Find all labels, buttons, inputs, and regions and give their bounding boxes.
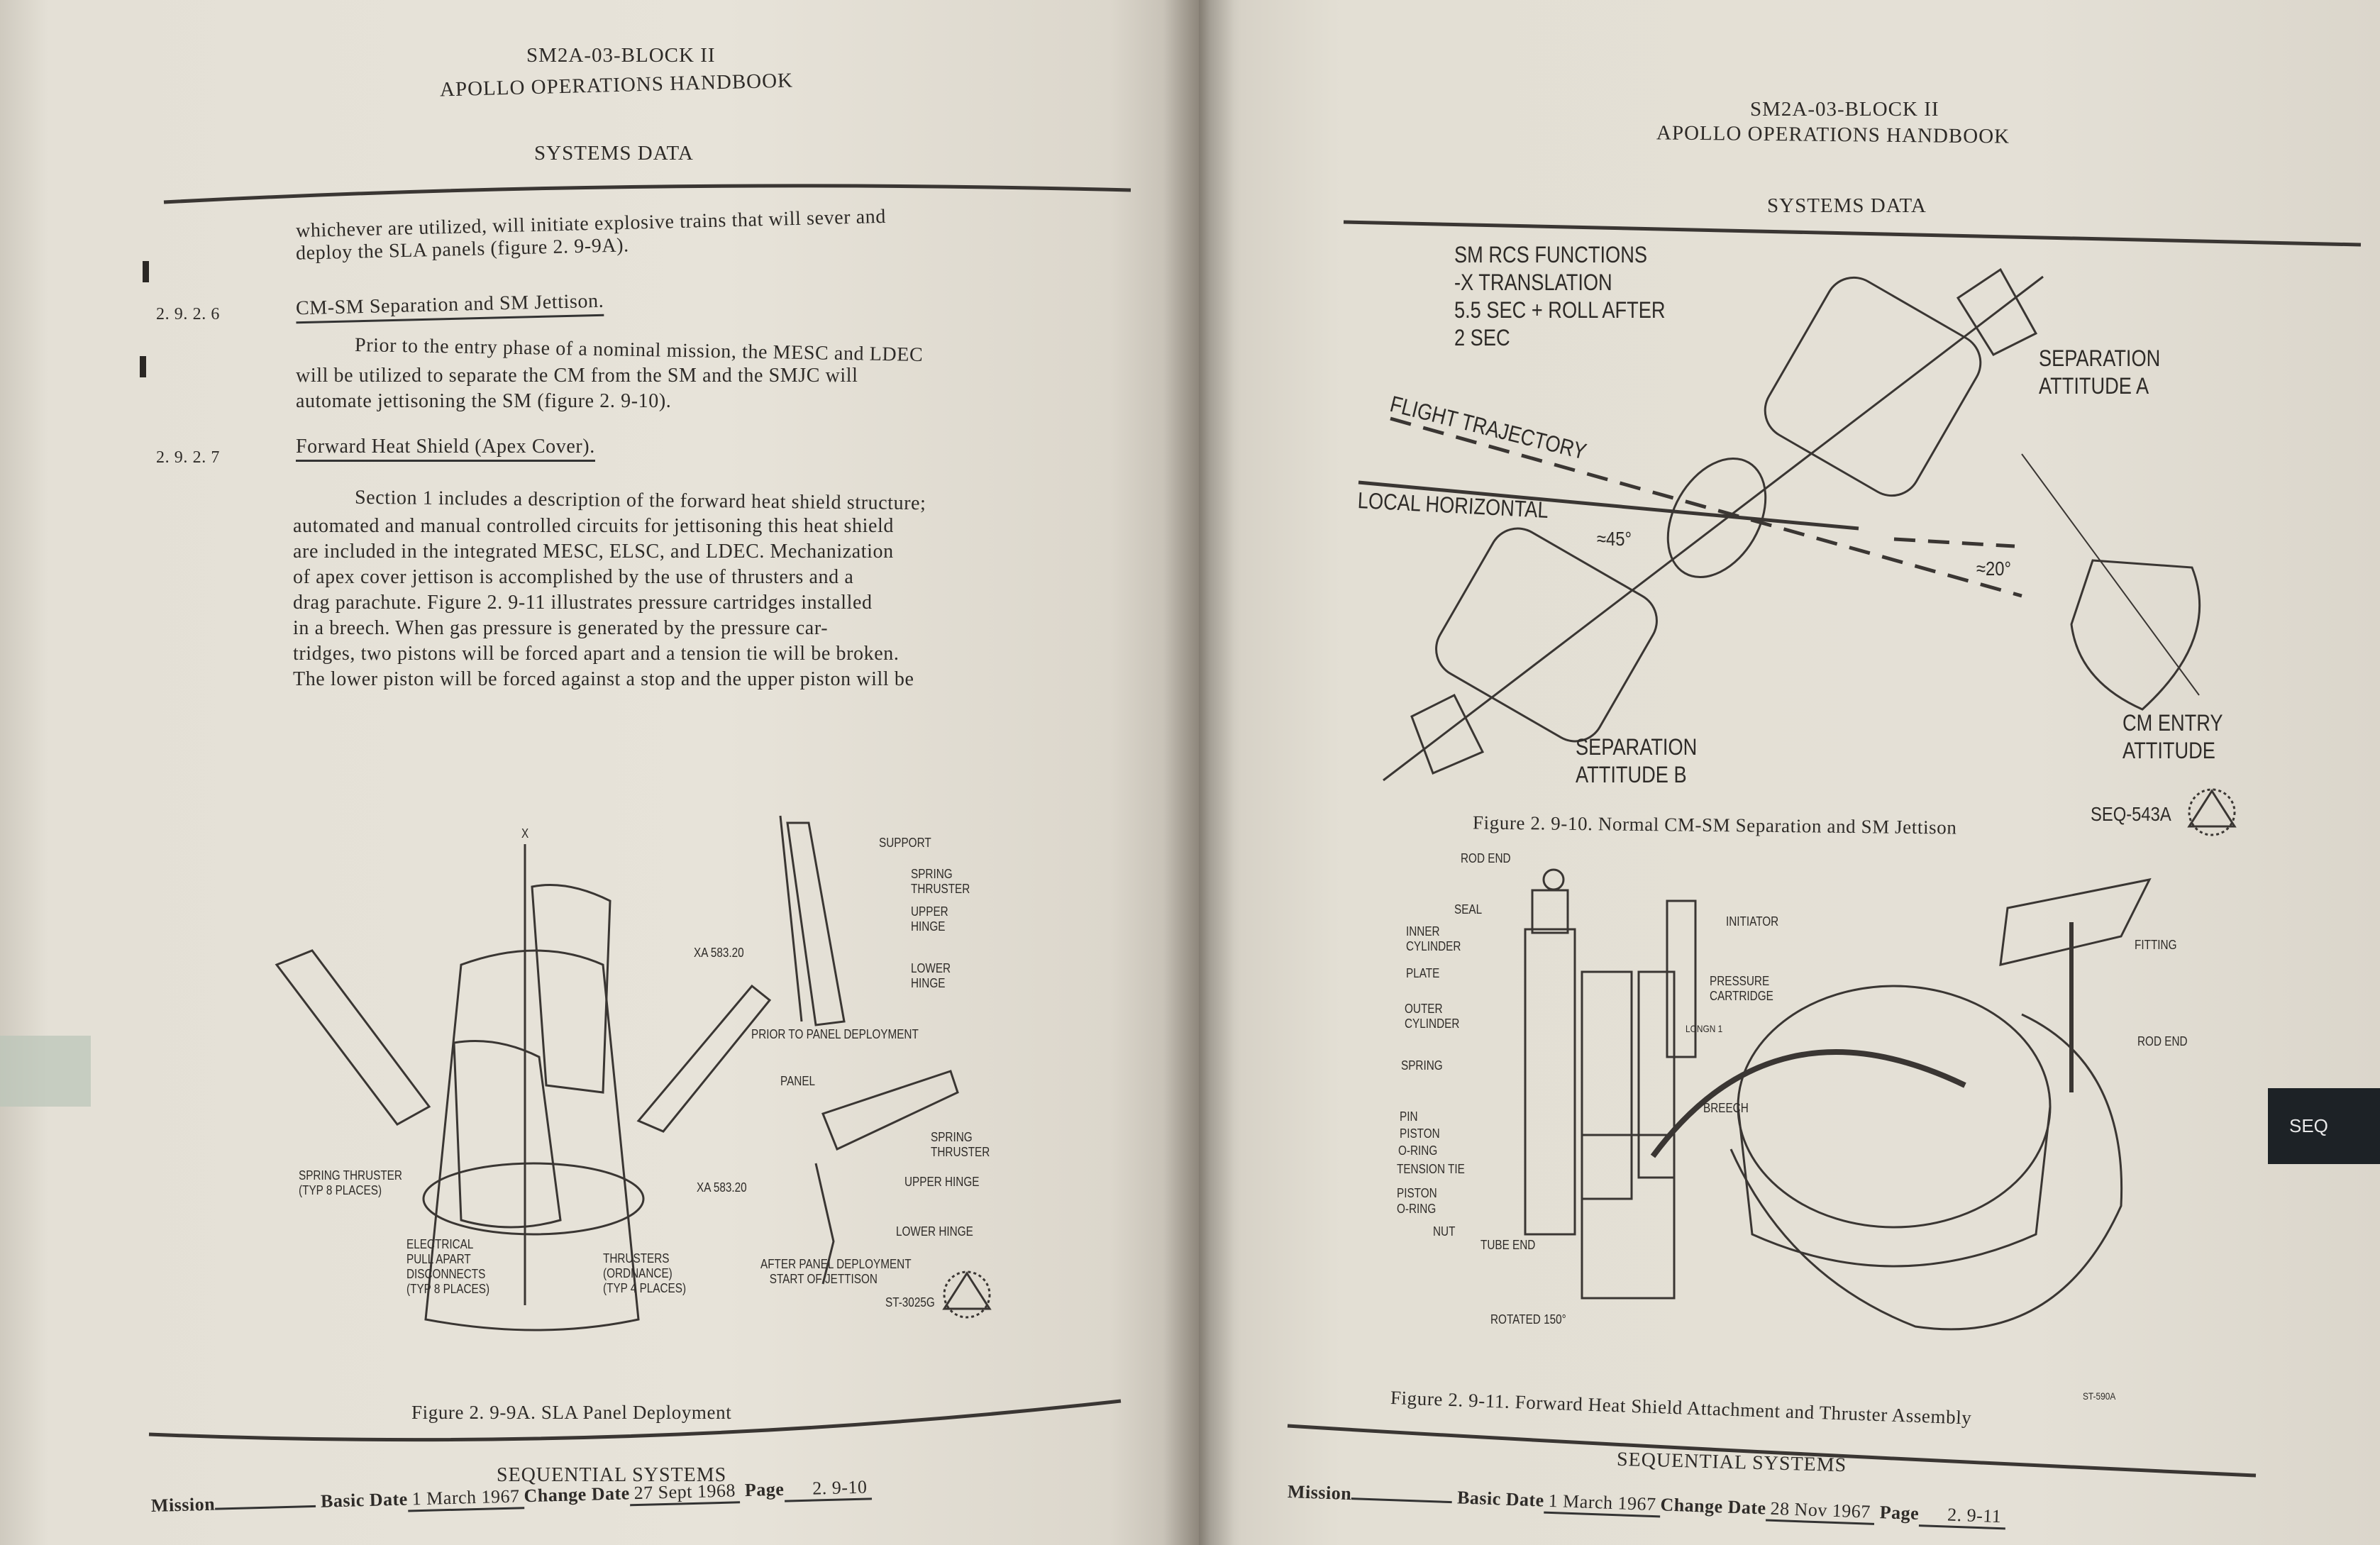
figure-code: ST-3025G [885, 1295, 935, 1309]
body-line: of apex cover jettison is accomplished b… [293, 566, 854, 588]
figure-label: SPRING THRUSTER (TYP 8 PLACES) [299, 1168, 402, 1197]
body-line: in a breech. When gas pressure is genera… [293, 617, 829, 639]
figure-label: PLATE [1406, 966, 1440, 980]
apollo-logo-icon [2187, 788, 2237, 836]
figure-label: ROD END [2137, 1034, 2188, 1048]
angle-label: ≈20° [1976, 558, 2012, 580]
separation-drawing [1358, 267, 2201, 782]
figure-label: NUT [1433, 1224, 1456, 1239]
figure-label: O-RING [1397, 1202, 1437, 1216]
figure-label: PRIOR TO PANEL DEPLOYMENT [751, 1027, 919, 1041]
page-tab-marker [0, 1036, 91, 1107]
body-line: The lower piston will be forced against … [293, 668, 914, 690]
figure-label: X [521, 826, 529, 841]
change-date-label: Change Date [1659, 1494, 1767, 1519]
figure-label: XA 583.20 [694, 946, 744, 960]
figure-label: XA 583.20 [697, 1180, 747, 1195]
right-page [1199, 0, 2380, 1545]
body-line: tridges, two pistons will be forced apar… [293, 643, 900, 665]
basic-date-value: 1 March 1967 [407, 1485, 525, 1512]
figure-label: ROD END [1461, 851, 1511, 865]
figure-label: PISTON [1400, 1126, 1440, 1141]
figure-label: SM RCS FUNCTIONS -X TRANSLATION 5.5 SEC … [1454, 242, 1666, 350]
mission-value [215, 1505, 316, 1510]
handbook-title: APOLLO OPERATIONS HANDBOOK [1656, 121, 2010, 148]
thruster-assembly-drawing [1524, 868, 2152, 1331]
body-line: are included in the integrated MESC, ELS… [293, 541, 894, 563]
figure-label: THRUSTERS (ORDNANCE) (TYP 4 PLACES) [603, 1251, 687, 1295]
figure-label: UPPER HINGE [911, 904, 948, 934]
figure-label: SEPARATION ATTITUDE B [1576, 734, 1698, 787]
doc-id: SM2A-03-BLOCK II [526, 44, 716, 67]
figure-label: O-RING [1398, 1143, 1438, 1158]
figure-label: TENSION TIE [1397, 1162, 1465, 1176]
figure-label: LOWER HINGE [896, 1224, 973, 1239]
section-title: SYSTEMS DATA [1767, 194, 1927, 217]
header-rule-left [163, 184, 1131, 204]
basic-date-label: Basic Date [1456, 1487, 1545, 1511]
footer-section: SEQUENTIAL SYSTEMS [497, 1464, 727, 1486]
change-bar [140, 356, 146, 377]
section-number: 2. 9. 2. 7 [156, 448, 220, 467]
bottom-rule-right [1287, 1424, 2257, 1478]
page-number: 2. 9-10 [783, 1476, 872, 1502]
figure-label: LOWER HINGE [911, 961, 951, 990]
sla-panel-drawing [275, 815, 959, 1331]
page-label: Page [1879, 1502, 1920, 1524]
section-number: 2. 9. 2. 6 [156, 305, 220, 323]
figure-label: OUTER CYLINDER [1405, 1002, 1460, 1031]
section-title: SYSTEMS DATA [534, 142, 694, 165]
doc-id: SM2A-03-BLOCK II [1750, 98, 1939, 121]
change-bar [143, 261, 149, 282]
figure-label: SEAL [1454, 902, 1483, 917]
figure-label: SPRING [1401, 1058, 1443, 1073]
figure-label: PANEL [780, 1074, 816, 1088]
figure-code: SEQ-543A [2091, 803, 2171, 825]
section-tab-seq[interactable]: SEQ [2268, 1088, 2380, 1164]
section-heading: Forward Heat Shield (Apex Cover). [296, 436, 595, 462]
change-date-value: 27 Sept 1968 [629, 1480, 741, 1507]
figure-label: SPRING THRUSTER [911, 867, 970, 896]
body-line: drag parachute. Figure 2. 9-11 illustrat… [293, 592, 873, 614]
figure-label: UPPER HINGE [904, 1175, 980, 1189]
figure-label: SUPPORT [879, 836, 931, 850]
page-label: Page [744, 1478, 785, 1501]
figure-label: LONGN 1 [1686, 1023, 1723, 1034]
figure-label: INNER CYLINDER [1406, 924, 1461, 953]
left-page [0, 0, 1206, 1545]
mission-label: Mission [1287, 1481, 1352, 1505]
figure-caption: Figure 2. 9-9A. SLA Panel Deployment [411, 1402, 732, 1423]
figure-code: ST-590A [2083, 1390, 2116, 1402]
figure-label: SEPARATION ATTITUDE A [2039, 345, 2161, 399]
figure-label: INITIATOR [1726, 914, 1779, 929]
body-line: automated and manual controlled circuits… [293, 515, 895, 537]
figure-label: BREECH [1703, 1101, 1749, 1115]
body-line: will be utilized to separate the CM from… [296, 365, 858, 387]
figure-label: PRESSURE CARTRIDGE [1710, 974, 1773, 1003]
figure-label: PIN [1400, 1109, 1418, 1124]
page-number: 2. 9-11 [1918, 1503, 2006, 1530]
figure-label: CM ENTRY ATTITUDE [2122, 710, 2223, 763]
figure-label: PISTON [1397, 1186, 1437, 1200]
mission-label: Mission [150, 1493, 216, 1516]
change-date-label: Change Date [524, 1483, 631, 1507]
figure-label: TUBE END [1480, 1238, 1536, 1252]
basic-date-value: 1 March 1967 [1544, 1490, 1661, 1518]
bottom-rule-left [148, 1399, 1122, 1442]
mission-value [1351, 1497, 1452, 1504]
book-spine [1163, 0, 1241, 1545]
figure-label: ROTATED 150° [1490, 1312, 1566, 1327]
body-line: automate jettisoning the SM (figure 2. 9… [296, 390, 672, 412]
apollo-logo-icon [942, 1270, 992, 1319]
basic-date-label: Basic Date [320, 1488, 409, 1512]
header-rule-right [1343, 220, 2362, 247]
figure-label: SPRING THRUSTER [931, 1130, 990, 1159]
change-date-value: 28 Nov 1967 [1765, 1497, 1876, 1525]
figure-label: AFTER PANEL DEPLOYMENT START OF JETTISON [760, 1257, 912, 1286]
angle-label: ≈45° [1597, 528, 1632, 550]
figure-label: ELECTRICAL PULL APART DISCONNECTS (TYP 8… [406, 1237, 490, 1296]
figure-label: FITTING [2135, 938, 2177, 952]
